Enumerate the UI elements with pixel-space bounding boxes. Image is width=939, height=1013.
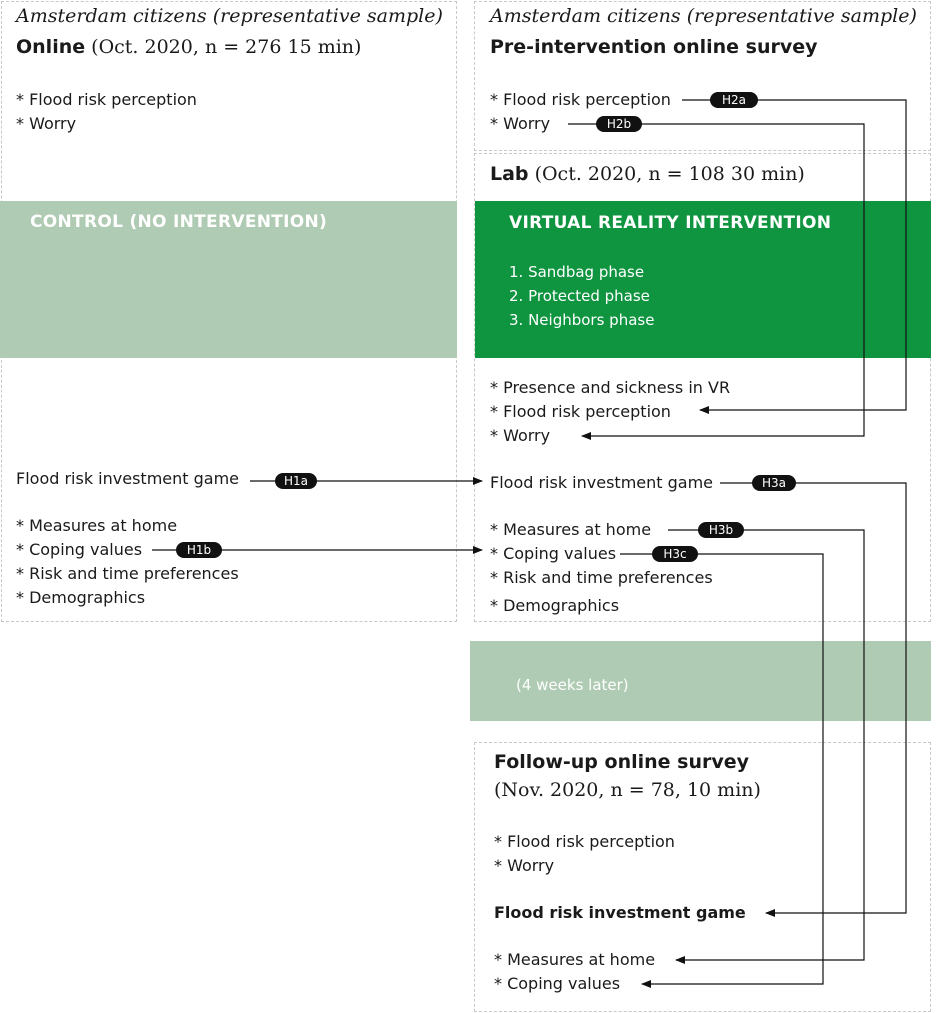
left-pre-item-1: * Flood risk perception bbox=[16, 90, 197, 109]
followup-subtitle: (Nov. 2020, n = 78, 10 min) bbox=[494, 779, 761, 801]
post-vr-item-3: * Worry bbox=[490, 426, 551, 445]
post-vr-item-2: * Flood risk perception bbox=[490, 402, 671, 421]
pre-survey-title: Pre-intervention online survey bbox=[490, 36, 818, 58]
right-post-item-1: * Measures at home bbox=[490, 520, 652, 539]
h3a-arrow bbox=[720, 482, 907, 917]
vr-phase-2: 2. Protected phase bbox=[509, 287, 650, 305]
vr-band bbox=[475, 201, 931, 358]
followup-title: Follow-up online survey bbox=[494, 751, 750, 773]
pre-survey-panel bbox=[474, 1, 931, 151]
h2a-badge: H2a bbox=[710, 92, 758, 108]
control-band bbox=[0, 201, 457, 358]
right-post-item-4: * Demographics bbox=[490, 596, 620, 615]
gap-band bbox=[470, 641, 931, 721]
control-label: CONTROL (NO INTERVENTION) bbox=[30, 212, 328, 232]
right-post-item-2: * Coping values bbox=[490, 544, 617, 563]
left-title: Online (Oct. 2020, n = 276 15 min) bbox=[16, 35, 361, 59]
left-population: Amsterdam citizens (representative sampl… bbox=[16, 5, 443, 27]
vr-phase-3: 3. Neighbors phase bbox=[509, 311, 655, 329]
gap-label: (4 weeks later) bbox=[516, 676, 629, 694]
h2b-arrow bbox=[568, 123, 865, 440]
followup-post-1: * Measures at home bbox=[494, 950, 656, 969]
left-title-bold: Online bbox=[16, 36, 86, 58]
left-post-item-4: * Demographics bbox=[16, 588, 146, 607]
h3b-badge: H3b bbox=[698, 522, 744, 538]
post-vr-item-1: * Presence and sickness in VR bbox=[490, 378, 731, 397]
h2b-badge: H2b bbox=[596, 116, 642, 132]
h3c-badge: H3c bbox=[652, 546, 698, 562]
h3a-badge: H3a bbox=[752, 475, 796, 491]
followup-game: Flood risk investment game bbox=[494, 903, 746, 922]
left-title-rest: (Oct. 2020, n = 276 15 min) bbox=[85, 36, 362, 58]
h3c-arrow bbox=[620, 553, 824, 988]
vr-phase-1: 1. Sandbag phase bbox=[509, 263, 645, 281]
left-game: Flood risk investment game bbox=[16, 469, 240, 488]
h3b-arrow bbox=[668, 529, 865, 964]
lab-panel bbox=[474, 153, 931, 622]
right-game: Flood risk investment game bbox=[490, 473, 714, 492]
followup-item-2: * Worry bbox=[494, 856, 555, 875]
h2a-arrow bbox=[682, 99, 907, 414]
followup-item-1: * Flood risk perception bbox=[494, 832, 675, 851]
left-post-item-2: * Coping values bbox=[16, 540, 143, 559]
left-post-item-1: * Measures at home bbox=[16, 516, 178, 535]
h1b-badge: H1b bbox=[176, 542, 222, 558]
left-pre-item-2: * Worry bbox=[16, 114, 77, 133]
right-pre-item-2: * Worry bbox=[490, 114, 551, 133]
right-pre-item-1: * Flood risk perception bbox=[490, 90, 671, 109]
lab-title: Lab (Oct. 2020, n = 108 30 min) bbox=[490, 162, 805, 186]
left-post-item-3: * Risk and time preferences bbox=[16, 564, 239, 583]
lab-title-rest: (Oct. 2020, n = 108 30 min) bbox=[528, 163, 805, 185]
followup-post-2: * Coping values bbox=[494, 974, 621, 993]
lab-title-bold: Lab bbox=[490, 163, 529, 185]
vr-label: VIRTUAL REALITY INTERVENTION bbox=[509, 213, 832, 233]
followup-panel bbox=[474, 742, 931, 1012]
right-population: Amsterdam citizens (representative sampl… bbox=[490, 5, 917, 27]
h1a-badge: H1a bbox=[275, 473, 317, 489]
right-post-item-3: * Risk and time preferences bbox=[490, 568, 713, 587]
